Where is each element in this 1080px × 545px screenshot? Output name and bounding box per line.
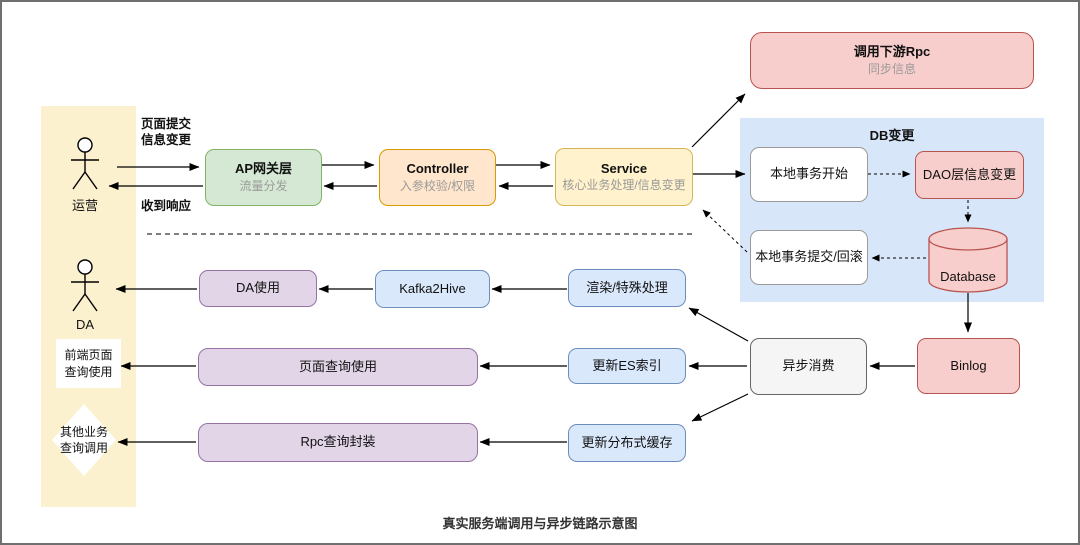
node-local-tx-commit-title: 本地事务提交/回滚 xyxy=(755,249,863,265)
node-async-consume[interactable]: 异步消费 xyxy=(750,338,867,395)
node-rpc-wrap-title: Rpc查询封装 xyxy=(300,434,376,450)
node-binlog[interactable]: Binlog xyxy=(917,338,1020,394)
actor-ops-label: 运营 xyxy=(71,198,98,213)
node-controller-title: Controller xyxy=(406,161,469,177)
node-render-special[interactable]: 渲染/特殊处理 xyxy=(568,269,686,307)
node-dao-update[interactable]: DAO层信息变更 xyxy=(915,151,1024,199)
node-service[interactable]: Service 核心业务处理/信息变更 xyxy=(555,148,693,206)
node-ap-gateway-title: AP网关层 xyxy=(234,161,293,177)
node-update-es[interactable]: 更新ES索引 xyxy=(568,348,686,384)
node-local-tx-begin[interactable]: 本地事务开始 xyxy=(750,147,868,202)
actor-da-label: DA xyxy=(75,317,95,332)
node-service-subtitle: 核心业务处理/信息变更 xyxy=(562,178,686,193)
node-database-title: Database xyxy=(940,269,996,284)
actor-ops[interactable]: 运营 xyxy=(59,137,111,214)
node-render-special-title: 渲染/特殊处理 xyxy=(586,279,668,295)
node-service-title: Service xyxy=(600,160,648,176)
node-kafka2hive-title: Kafka2Hive xyxy=(399,280,466,296)
database-cylinder-icon xyxy=(928,227,1008,293)
node-da-use-title: DA使用 xyxy=(235,280,281,296)
node-frontend-page-query[interactable]: 前端页面 查询使用 xyxy=(56,339,121,388)
node-other-business-query[interactable]: 其他业务 查询调用 xyxy=(52,404,116,476)
node-async-consume-title: 异步消费 xyxy=(782,358,835,374)
node-database[interactable]: Database xyxy=(928,227,1008,293)
node-local-tx-commit[interactable]: 本地事务提交/回滚 xyxy=(750,230,868,285)
node-controller[interactable]: Controller 入参校验/权限 xyxy=(379,149,496,206)
node-ap-gateway[interactable]: AP网关层 流量分发 xyxy=(205,149,322,206)
person-icon xyxy=(71,137,99,190)
node-da-use[interactable]: DA使用 xyxy=(199,270,317,307)
node-rpc-wrap[interactable]: Rpc查询封装 xyxy=(198,423,478,462)
actor-da[interactable]: DA xyxy=(59,259,111,332)
diamond-shape xyxy=(52,404,116,476)
node-local-tx-begin-title: 本地事务开始 xyxy=(769,166,848,182)
node-dao-update-title: DAO层信息变更 xyxy=(922,166,1017,182)
db-change-group-title: DB变更 xyxy=(869,128,915,143)
diagram-caption: 真实服务端调用与异步链路示意图 xyxy=(442,516,638,531)
node-controller-subtitle: 入参校验/权限 xyxy=(399,178,476,193)
node-kafka2hive[interactable]: Kafka2Hive xyxy=(375,270,490,308)
node-update-cache-title: 更新分布式缓存 xyxy=(581,434,673,450)
edge-label-response: 收到响应 xyxy=(141,199,192,213)
node-ap-gateway-subtitle: 流量分发 xyxy=(239,178,288,193)
node-page-query-title: 页面查询使用 xyxy=(298,358,377,374)
node-update-cache[interactable]: 更新分布式缓存 xyxy=(568,424,686,462)
node-update-es-title: 更新ES索引 xyxy=(592,357,662,373)
person-icon xyxy=(71,259,99,312)
edge-label-submit: 页面提交 信息变更 xyxy=(141,117,192,148)
node-other-business-query-label: 其他业务 查询调用 xyxy=(59,424,108,455)
node-page-query[interactable]: 页面查询使用 xyxy=(198,348,478,386)
node-binlog-title: Binlog xyxy=(950,357,987,373)
node-downstream-rpc[interactable]: 调用下游Rpc 同步信息 xyxy=(750,32,1034,89)
node-downstream-rpc-title: 调用下游Rpc xyxy=(853,44,931,60)
node-downstream-rpc-subtitle: 同步信息 xyxy=(867,61,916,76)
